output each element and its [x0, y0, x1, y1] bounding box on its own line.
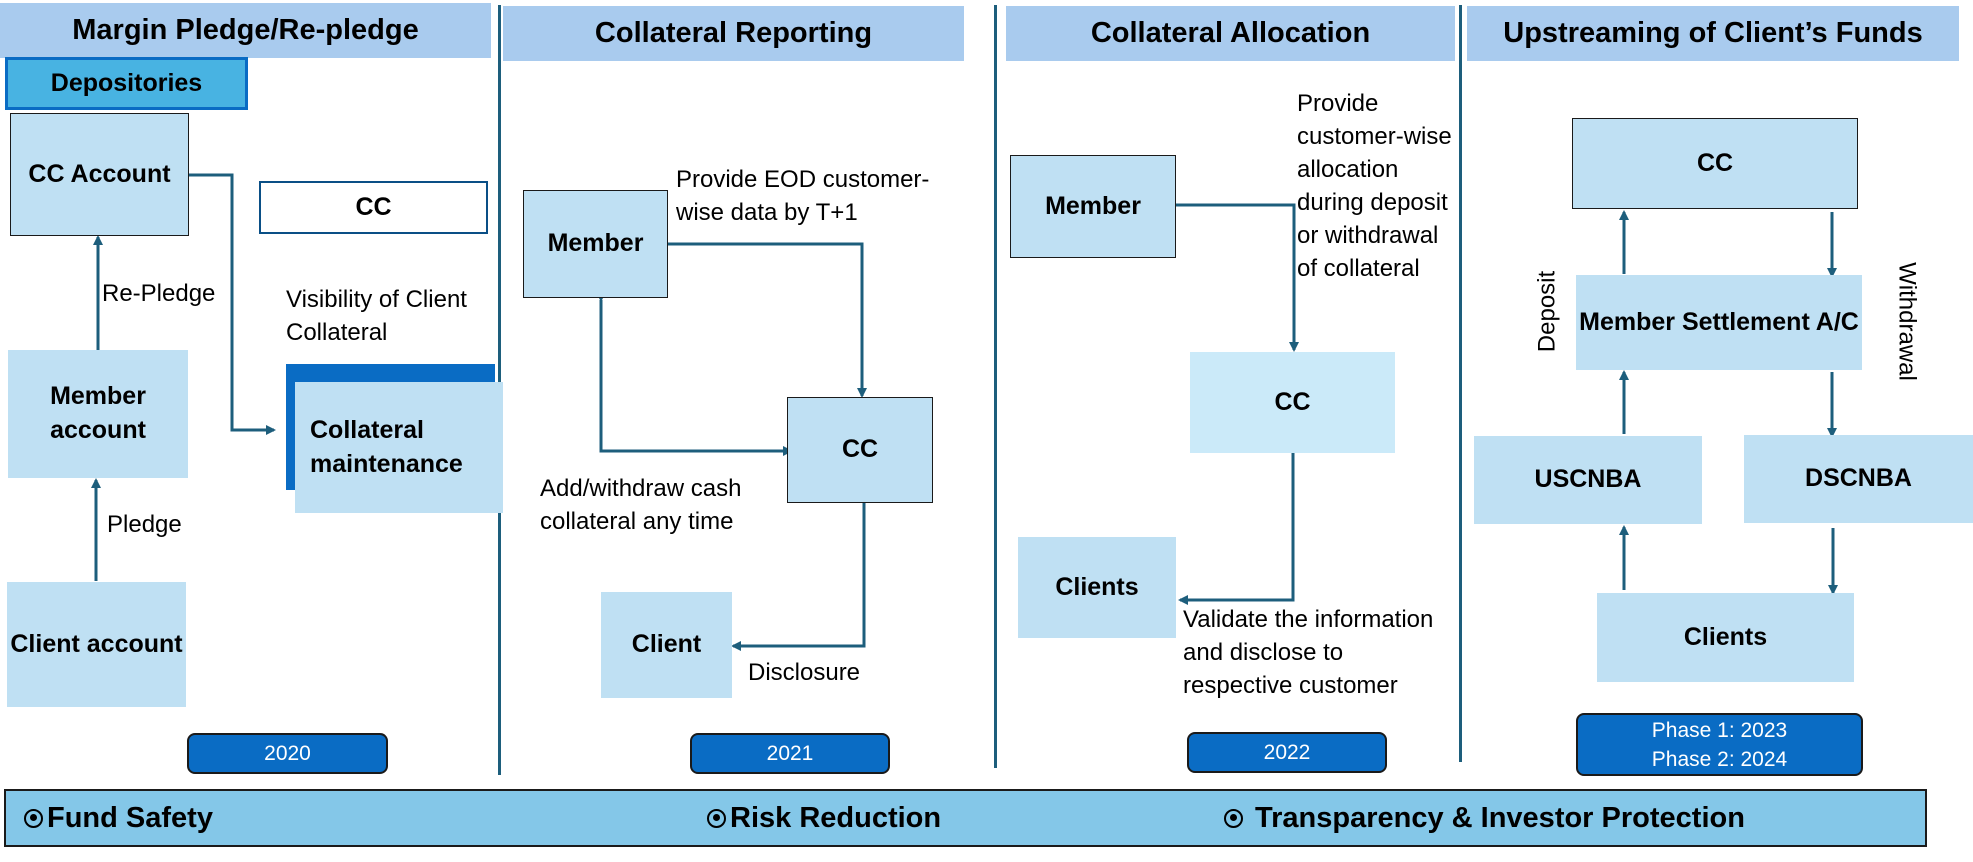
cc-to-clients-arrow: [1178, 453, 1295, 605]
margin-pledge-title: Margin Pledge/Re-pledge: [0, 3, 491, 58]
radio-bullet-icon: [1224, 808, 1243, 828]
radio-bullet-icon: [24, 808, 43, 828]
disclosure-label: Disclosure: [748, 659, 861, 686]
deposit-label: Deposit: [1533, 270, 1561, 353]
member-account-box: Member account: [8, 350, 188, 478]
collateral-maintenance-box: Collateral maintenance: [295, 382, 503, 513]
validate-label: Validate the information and disclose to…: [1183, 606, 1434, 699]
year-badge-2022: 2022: [1187, 732, 1387, 773]
member-to-cc-arrow: [668, 242, 867, 398]
collateral-reporting-title: Collateral Reporting: [503, 6, 964, 61]
benefit-transparency: Transparency & Investor Protection: [1224, 791, 1745, 845]
cc-box-upstreaming: CC: [1572, 118, 1858, 209]
phase-1-label: Phase 1: 2023: [1651, 718, 1788, 742]
member-to-cc-allocation-arrow: [1175, 203, 1299, 352]
year-badge-2020: 2020: [187, 733, 388, 774]
benefit-risk-reduction: Risk Reduction: [707, 791, 941, 845]
upstreaming-title: Upstreaming of Client’s Funds: [1467, 6, 1959, 61]
cc-account-box: CC Account: [10, 113, 189, 236]
phase-2-label: Phase 2: 2024: [1651, 747, 1788, 771]
client-box: Client: [601, 592, 732, 698]
pledge-label: Pledge: [107, 511, 182, 538]
separator-3: [1459, 5, 1462, 762]
clients-box-upstreaming: Clients: [1597, 593, 1854, 682]
separator-2: [994, 5, 997, 768]
visibility-label: Visibility of Client Collateral: [286, 286, 467, 346]
member-settlement-box: Member Settlement A/C: [1576, 275, 1862, 370]
collateral-allocation-title: Collateral Allocation: [1006, 6, 1455, 61]
year-badge-2021: 2021: [690, 733, 890, 774]
benefit-fund-safety: Fund Safety: [24, 791, 213, 845]
re-pledge-label: Re-Pledge: [102, 280, 216, 307]
provide-allocation-label: Provide customer-wise allocation during …: [1297, 90, 1452, 282]
clients-box: Clients: [1018, 537, 1176, 638]
dscnba-box: DSCNBA: [1744, 435, 1973, 523]
benefit-transparency-label: Transparency & Investor Protection: [1255, 801, 1745, 834]
cc-to-client-arrow: [731, 503, 866, 651]
benefit-risk-reduction-label: Risk Reduction: [730, 801, 942, 834]
add-withdraw-label: Add/withdraw cash collateral any time: [540, 475, 742, 535]
member-box-allocation: Member: [1010, 155, 1176, 258]
uscnba-box: USCNBA: [1474, 436, 1702, 524]
cc-box-allocation: CC: [1190, 352, 1395, 453]
cc-box: CC: [259, 181, 488, 234]
cc-box-reporting: CC: [787, 397, 933, 503]
radio-bullet-icon: [707, 808, 726, 828]
provide-eod-label: Provide EOD customer-wise data by T+1: [676, 166, 930, 226]
member-cc-bidirectional-arrow: [596, 292, 793, 456]
cc-account-to-collateral-arrow: [189, 173, 276, 435]
client-account-box: Client account: [7, 582, 186, 707]
depositories-label: Depositories: [5, 57, 248, 110]
phase-badge: Phase 1: 2023 Phase 2: 2024: [1576, 713, 1863, 776]
benefit-fund-safety-label: Fund Safety: [47, 801, 213, 834]
member-box: Member: [523, 190, 668, 298]
benefits-bar: Fund Safety Risk Reduction Transparency …: [4, 789, 1927, 847]
withdrawal-label: Withdrawal: [1893, 262, 1921, 381]
